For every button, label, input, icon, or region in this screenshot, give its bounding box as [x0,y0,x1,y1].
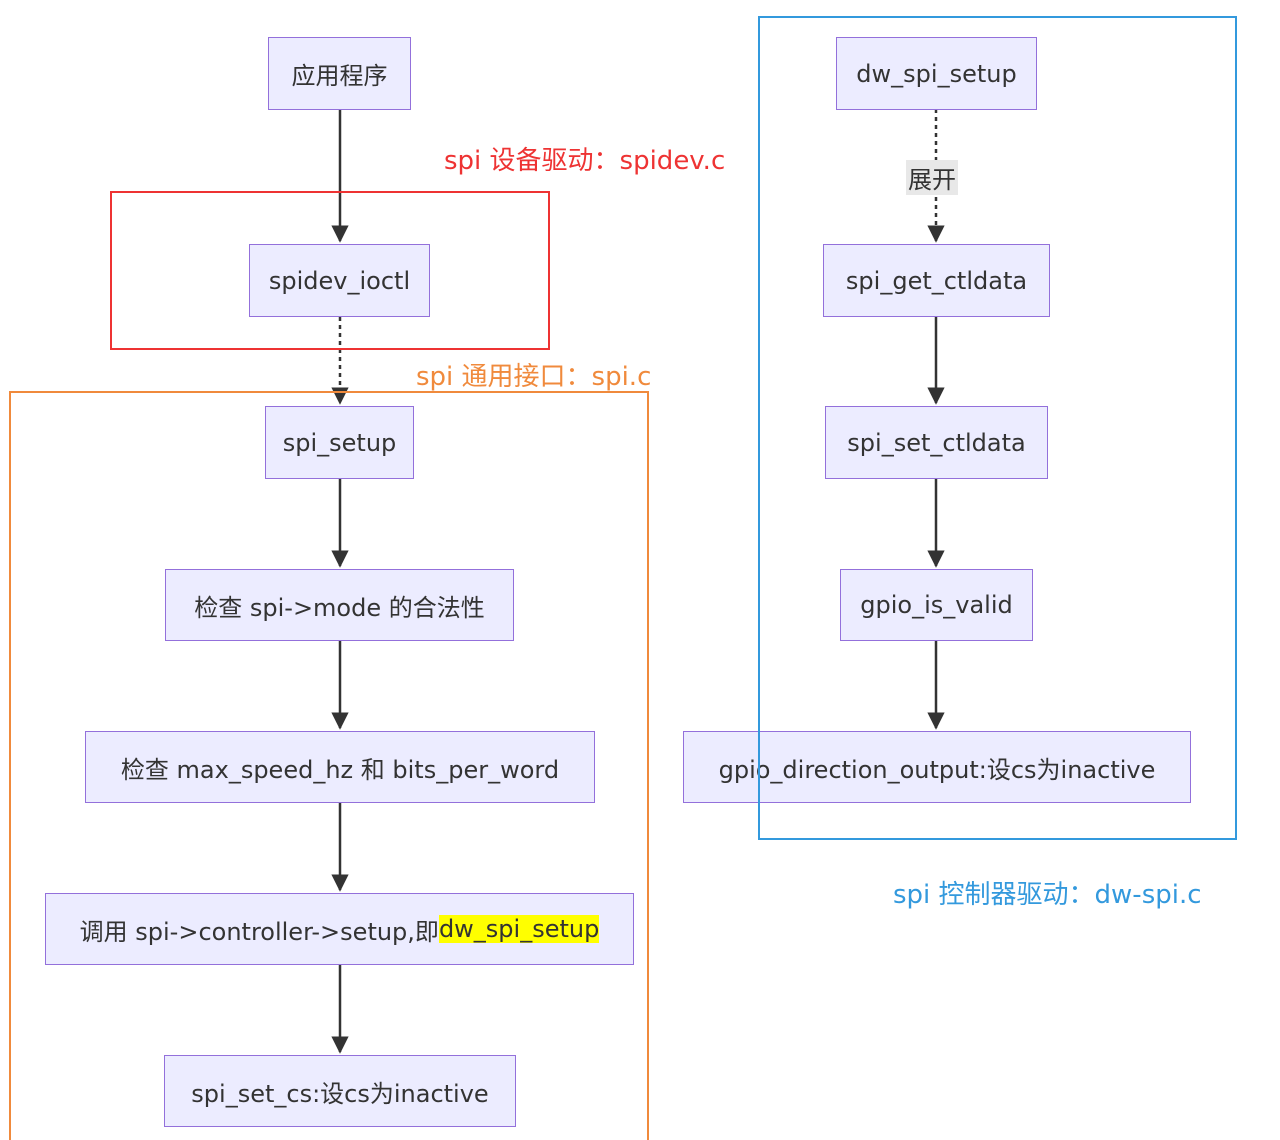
dw-spi-setup-highlight: dw_spi_setup [438,915,600,943]
node-dw-spi-setup: dw_spi_setup [836,37,1037,110]
node-check-speed: 检查 max_speed_hz 和 bits_per_word [85,731,595,803]
edge-label-expand: 展开 [906,160,958,195]
node-spi-set-ctldata: spi_set_ctldata [825,406,1048,479]
node-app: 应用程序 [268,37,411,110]
node-spi-get-ctldata: spi_get_ctldata [823,244,1050,317]
frame-device-driver [110,191,550,350]
node-spi-setup: spi_setup [265,406,414,479]
caption-controller-driver: spi 控制器驱动：dw-spi.c [893,880,1202,910]
frame-generic-interface [9,391,649,1140]
node-gpio-direction-output: gpio_direction_output:设cs为inactive [683,731,1191,803]
node-check-mode: 检查 spi->mode 的合法性 [165,569,514,641]
caption-device-driver: spi 设备驱动：spidev.c [444,146,726,176]
frame-controller-driver [758,16,1237,840]
node-gpio-is-valid: gpio_is_valid [840,569,1033,641]
node-spi-set-cs: spi_set_cs:设cs为inactive [164,1055,516,1127]
call-setup-text: 调用 spi->controller->setup,即 [79,917,439,946]
node-spidev-ioctl: spidev_ioctl [249,244,430,317]
caption-generic-interface: spi 通用接口：spi.c [416,362,652,392]
